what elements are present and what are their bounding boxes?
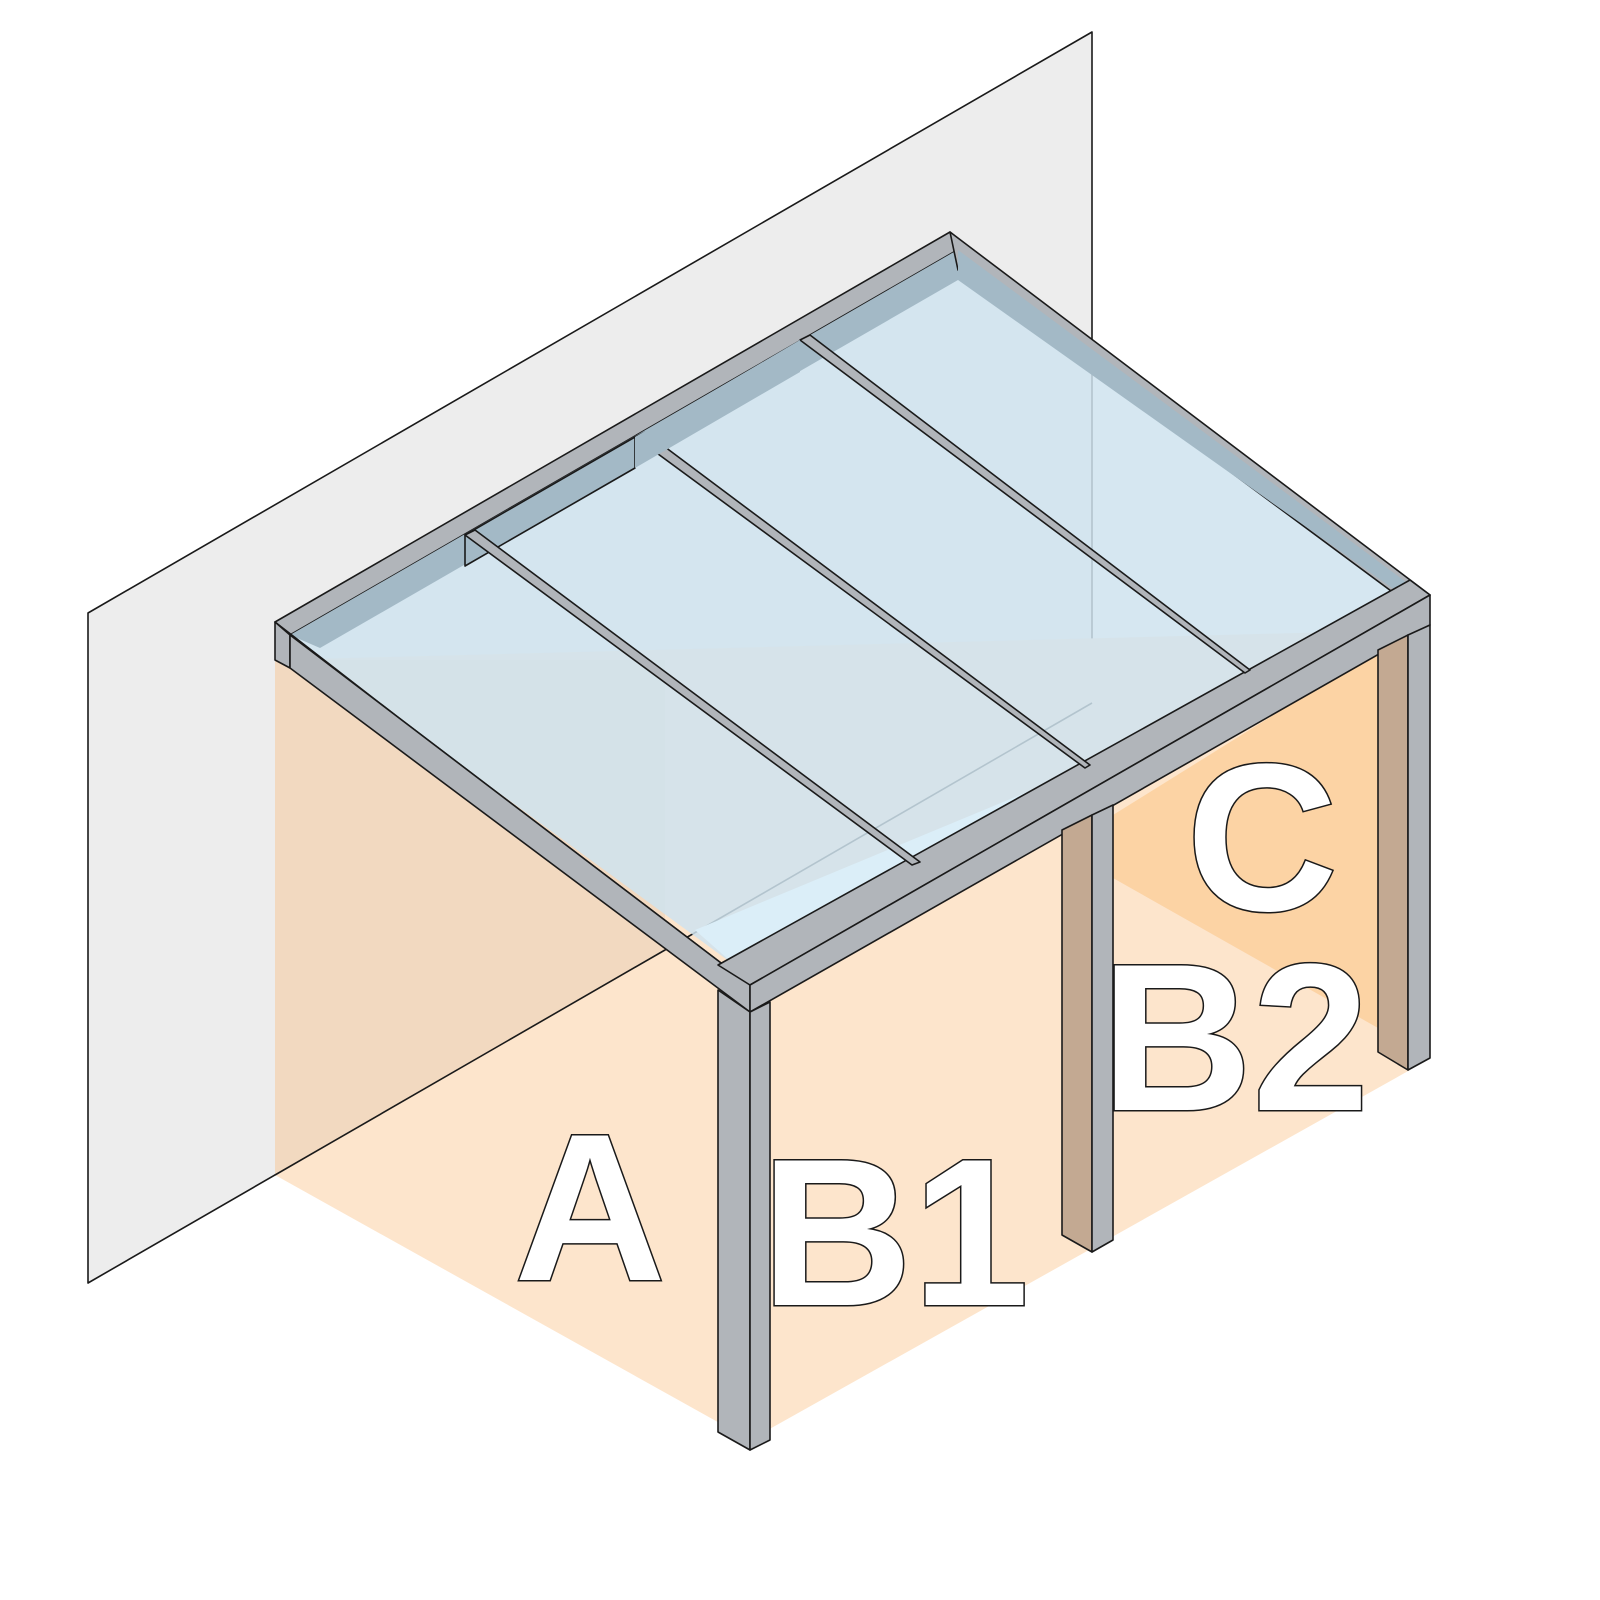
back-panel-c bbox=[1113, 650, 1378, 1028]
label-c: C bbox=[1186, 720, 1338, 955]
posts bbox=[717, 624, 1431, 1451]
front-post-right bbox=[749, 1001, 771, 1451]
right-post bbox=[1407, 624, 1431, 1071]
rafter-2 bbox=[635, 340, 800, 468]
right-post-shadow bbox=[1377, 634, 1409, 1071]
wall-floor-line bbox=[274, 949, 666, 1176]
label-b2: B2 bbox=[1101, 920, 1369, 1155]
front-post-left bbox=[717, 989, 751, 1451]
rafter-3-bar bbox=[799, 334, 1251, 674]
middle-post-shadow bbox=[1061, 814, 1093, 1253]
roof bbox=[274, 231, 1431, 1013]
middle-post bbox=[1091, 804, 1114, 1253]
right-beam-inner bbox=[958, 250, 1410, 590]
glass-roof bbox=[290, 250, 1410, 967]
label-a: A bbox=[514, 1090, 666, 1325]
label-b1: B1 bbox=[761, 1115, 1029, 1350]
rafter-1-bar bbox=[464, 529, 921, 866]
